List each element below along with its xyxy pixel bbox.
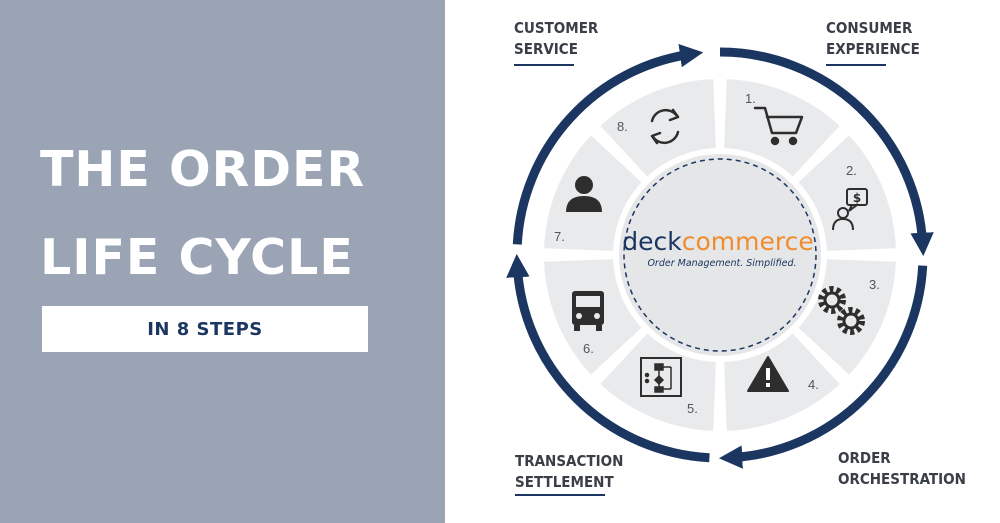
stage-label-customer-service: CUSTOMER SERVICE: [514, 19, 599, 58]
gears-icon: [818, 286, 865, 335]
brand-logo: deckcommerce: [622, 227, 813, 256]
step-number-1: 1.: [745, 91, 756, 106]
brand-name-deck: deck: [622, 227, 682, 256]
left-panel: THE ORDER LIFE CYCLE IN 8 STEPS: [0, 0, 445, 523]
step-number-2: 2.: [846, 163, 857, 178]
step-segment-1: [724, 79, 840, 178]
step-number-8: 8.: [617, 119, 628, 134]
subtitle: IN 8 STEPS: [147, 318, 263, 340]
cycle-arrows: [506, 44, 934, 469]
center-circle: [613, 148, 827, 362]
underline-customer-service: [514, 64, 574, 66]
center-dashed-ring: [623, 158, 817, 352]
underline-transaction-settlement: [515, 494, 605, 496]
truck-icon: [572, 291, 604, 331]
svg-text:$: $: [853, 191, 861, 205]
step-segments: [544, 79, 896, 431]
cycle-arrow-2: [718, 265, 928, 469]
brand-name-commerce: commerce: [682, 227, 814, 256]
title-line-1: THE ORDER: [40, 141, 366, 198]
order-cycle-diagram: deckcommerce Order Management. Simplifie…: [506, 44, 934, 469]
person-icon: [566, 176, 602, 212]
stage-label-consumer-experience: CONSUMER EXPERIENCE: [826, 19, 920, 58]
shopping-cart-icon: [753, 106, 804, 146]
brand-tagline: Order Management. Simplified.: [647, 258, 796, 269]
stage-label-transaction-settlement: TRANSACTION SETTLEMENT: [515, 452, 624, 491]
step-number-6: 6.: [583, 341, 594, 356]
step-number-7: 7.: [554, 229, 565, 244]
step-segment-8: [600, 79, 716, 178]
step-number-5: 5.: [687, 401, 698, 416]
step-number-4: 4.: [808, 377, 819, 392]
underline-consumer-experience: [826, 64, 886, 66]
flowchart-icon: [640, 357, 682, 397]
title-line-2: LIFE CYCLE: [40, 229, 354, 286]
warning-icon: [747, 356, 789, 392]
step-segment-7: [544, 135, 643, 251]
cycle-arrow-1: [719, 47, 934, 257]
stage-label-order-orchestration: ORDER ORCHESTRATION: [838, 449, 966, 488]
cycle-arrow-3: [506, 253, 710, 463]
subtitle-box: IN 8 STEPS: [42, 306, 368, 352]
refresh-icon: [650, 108, 680, 145]
customer-dollar-icon: $: [832, 188, 868, 231]
step-number-3: 3.: [869, 277, 880, 292]
cycle-arrow-4: [512, 44, 704, 245]
